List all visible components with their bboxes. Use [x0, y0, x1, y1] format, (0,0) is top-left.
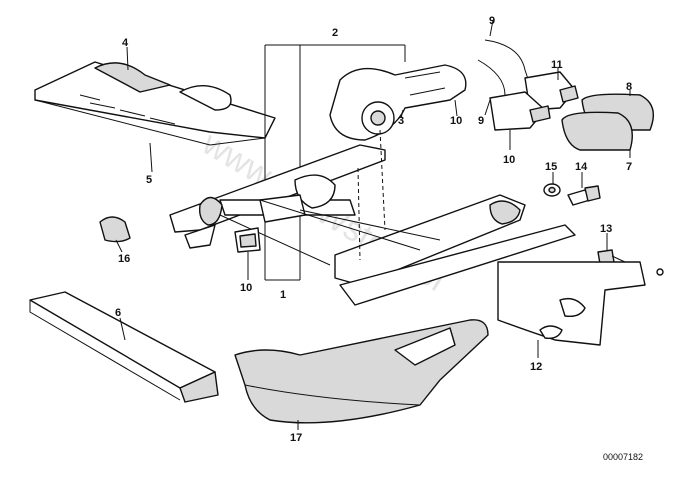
callout-12: 12	[530, 361, 542, 373]
callout-13: 13	[600, 223, 612, 235]
callout-2: 2	[332, 27, 338, 39]
callout-11: 11	[551, 59, 563, 71]
callout-6: 6	[115, 307, 121, 319]
callout-8: 8	[626, 81, 632, 93]
callout-16: 16	[118, 253, 130, 265]
callout-9-lower: 9	[478, 115, 484, 127]
part-2-bracket	[264, 44, 406, 281]
leader-lines	[115, 19, 631, 430]
part-3-motor	[329, 64, 467, 141]
callout-17: 17	[290, 432, 302, 444]
part-10-bracket-lower	[234, 227, 261, 253]
part-4-rail-cover	[34, 61, 276, 146]
callout-10-bracket: 10	[240, 282, 252, 294]
part-14-screw	[567, 185, 601, 206]
callout-10-upper-motor: 10	[450, 115, 462, 127]
part-16-clip	[99, 216, 131, 243]
callout-5: 5	[146, 174, 152, 186]
part-12-plate	[497, 261, 664, 346]
part-17-side-cover	[234, 319, 489, 424]
diagram-code: 00007182	[603, 452, 643, 462]
part-10-connector-upper	[489, 91, 551, 131]
callout-labels: 2 4 9 11 8 3 10 9 5 10 7 15 14 16 10 1 1…	[115, 15, 632, 444]
callout-9-top: 9	[489, 15, 495, 27]
callout-15: 15	[545, 161, 557, 173]
callout-3: 3	[398, 115, 404, 127]
part-15-washer	[543, 183, 561, 197]
callout-7: 7	[626, 161, 632, 173]
callout-10-connector: 10	[503, 154, 515, 166]
callout-14: 14	[575, 161, 588, 173]
part-1-seat-track-frame	[169, 129, 576, 306]
callout-1: 1	[280, 289, 286, 301]
part-6-trim-strip	[29, 291, 219, 403]
part-7-cap	[561, 111, 633, 151]
callout-4: 4	[122, 37, 129, 49]
